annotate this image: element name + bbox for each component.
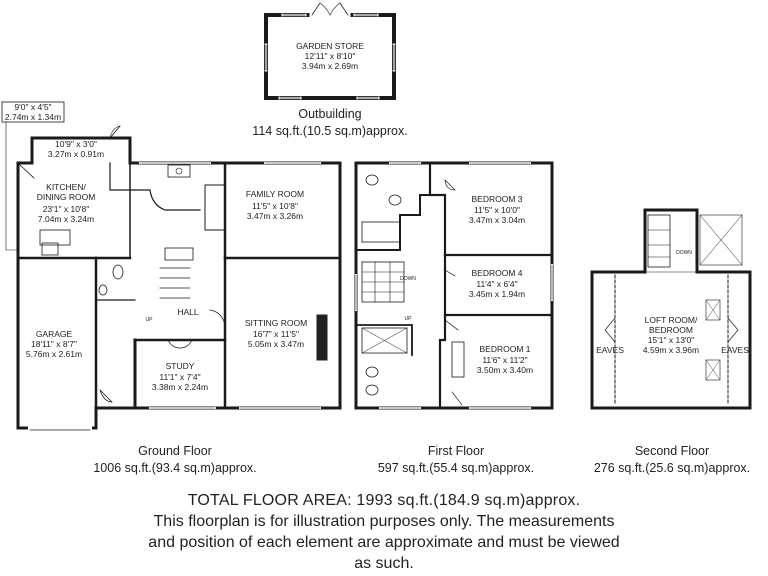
bedroom3-imperial: 11'5" x 10'0" xyxy=(474,205,520,215)
porch-imperial: 10'9" x 3'0" xyxy=(55,139,97,149)
ff-down-label: DOWN xyxy=(400,276,416,282)
kitchen-metric: 7.04m x 3.24m xyxy=(38,214,94,224)
disclaimer-line-2: and position of each element are approxi… xyxy=(148,534,620,551)
sf-down-label: DOWN xyxy=(676,250,692,256)
loft-imperial: 15'1" x 13'0" xyxy=(648,335,695,345)
garage-name: GARAGE xyxy=(36,329,73,339)
first-floor-area: 597 sq.ft.(55.4 sq.m)approx. xyxy=(378,461,534,475)
bedroom1-imperial: 11'6" x 11'2" xyxy=(482,355,527,365)
loft-name-1: LOFT ROOM/ xyxy=(645,315,698,325)
study-imperial: 11'1" x 7'4" xyxy=(159,372,200,382)
outbuilding-title: Outbuilding xyxy=(298,107,361,121)
family-room-metric: 3.47m x 3.26m xyxy=(247,211,303,221)
total-floor-area: TOTAL FLOOR AREA: 1993 sq.ft.(184.9 sq.m… xyxy=(187,492,581,509)
bedroom3-name: BEDROOM 3 xyxy=(471,194,522,204)
callout-imperial: 9'0" x 4'5" xyxy=(14,102,51,112)
bedroom1-metric: 3.50m x 3.40m xyxy=(477,365,533,375)
garden-store-outline xyxy=(264,2,396,100)
garden-store-name: GARDEN STORE xyxy=(296,41,364,51)
bedroom3-metric: 3.47m x 3.04m xyxy=(469,215,525,225)
kitchen-imperial: 23'1" x 10'8" xyxy=(43,204,90,214)
callout-metric: 2.74m x 1.34m xyxy=(5,112,61,122)
footer: TOTAL FLOOR AREA: 1993 sq.ft.(184.9 sq.m… xyxy=(0,490,768,574)
family-room-name: FAMILY ROOM xyxy=(246,189,304,199)
second-floor-title: Second Floor xyxy=(635,444,709,458)
disclaimer-line-3: as such. xyxy=(354,555,414,572)
hall-name: HALL xyxy=(177,307,199,317)
ff-up-label: UP xyxy=(405,316,413,322)
loft-metric: 4.59m x 3.96m xyxy=(643,345,699,355)
outbuilding-area: 114 sq.ft.(10.5 sq.m)approx. xyxy=(252,124,407,138)
bedroom4-imperial: 11'4" x 6'4" xyxy=(476,279,517,289)
gf-up-label: UP xyxy=(146,317,154,323)
ground-floor-title: Ground Floor xyxy=(138,444,212,458)
garage-imperial: 18'11" x 8'7" xyxy=(31,339,77,349)
kitchen-name-2: DINING ROOM xyxy=(37,192,96,202)
family-room-imperial: 11'5" x 10'8" xyxy=(252,201,298,211)
garden-store-metric: 3.94m x 2.69m xyxy=(302,61,358,71)
porch-metric: 3.27m x 0.91m xyxy=(48,149,104,159)
sitting-room-name: SITTING ROOM xyxy=(245,318,307,328)
second-floor-area: 276 sq.ft.(25.6 sq.m)approx. xyxy=(594,461,750,475)
eaves-right-label: EAVES xyxy=(721,345,749,355)
study-name: STUDY xyxy=(166,361,195,371)
bedroom1-name: BEDROOM 1 xyxy=(479,344,530,354)
sitting-room-imperial: 16'7" x 11'5" xyxy=(253,329,299,339)
ground-floor-outline: UP xyxy=(1,101,342,431)
sitting-room-metric: 5.05m x 3.47m xyxy=(248,339,304,349)
first-floor-outline: DOWN UP xyxy=(354,161,554,410)
bedroom4-name: BEDROOM 4 xyxy=(471,268,522,278)
eaves-left-label: EAVES xyxy=(596,345,624,355)
bedroom4-metric: 3.45m x 1.94m xyxy=(469,289,525,299)
disclaimer-line-1: This floorplan is for illustration purpo… xyxy=(153,513,615,530)
study-metric: 3.38m x 2.24m xyxy=(152,382,208,392)
second-floor-outline: DOWN xyxy=(590,208,752,410)
garden-store-imperial: 12'11" x 8'10" xyxy=(305,51,356,61)
kitchen-name-1: KITCHEN/ xyxy=(46,182,86,192)
garage-metric: 5.76m x 2.61m xyxy=(26,349,82,359)
first-floor-title: First Floor xyxy=(428,444,484,458)
loft-name-2: BEDROOM xyxy=(649,325,693,335)
ground-floor-area: 1006 sq.ft.(93.4 sq.m)approx. xyxy=(93,461,256,475)
